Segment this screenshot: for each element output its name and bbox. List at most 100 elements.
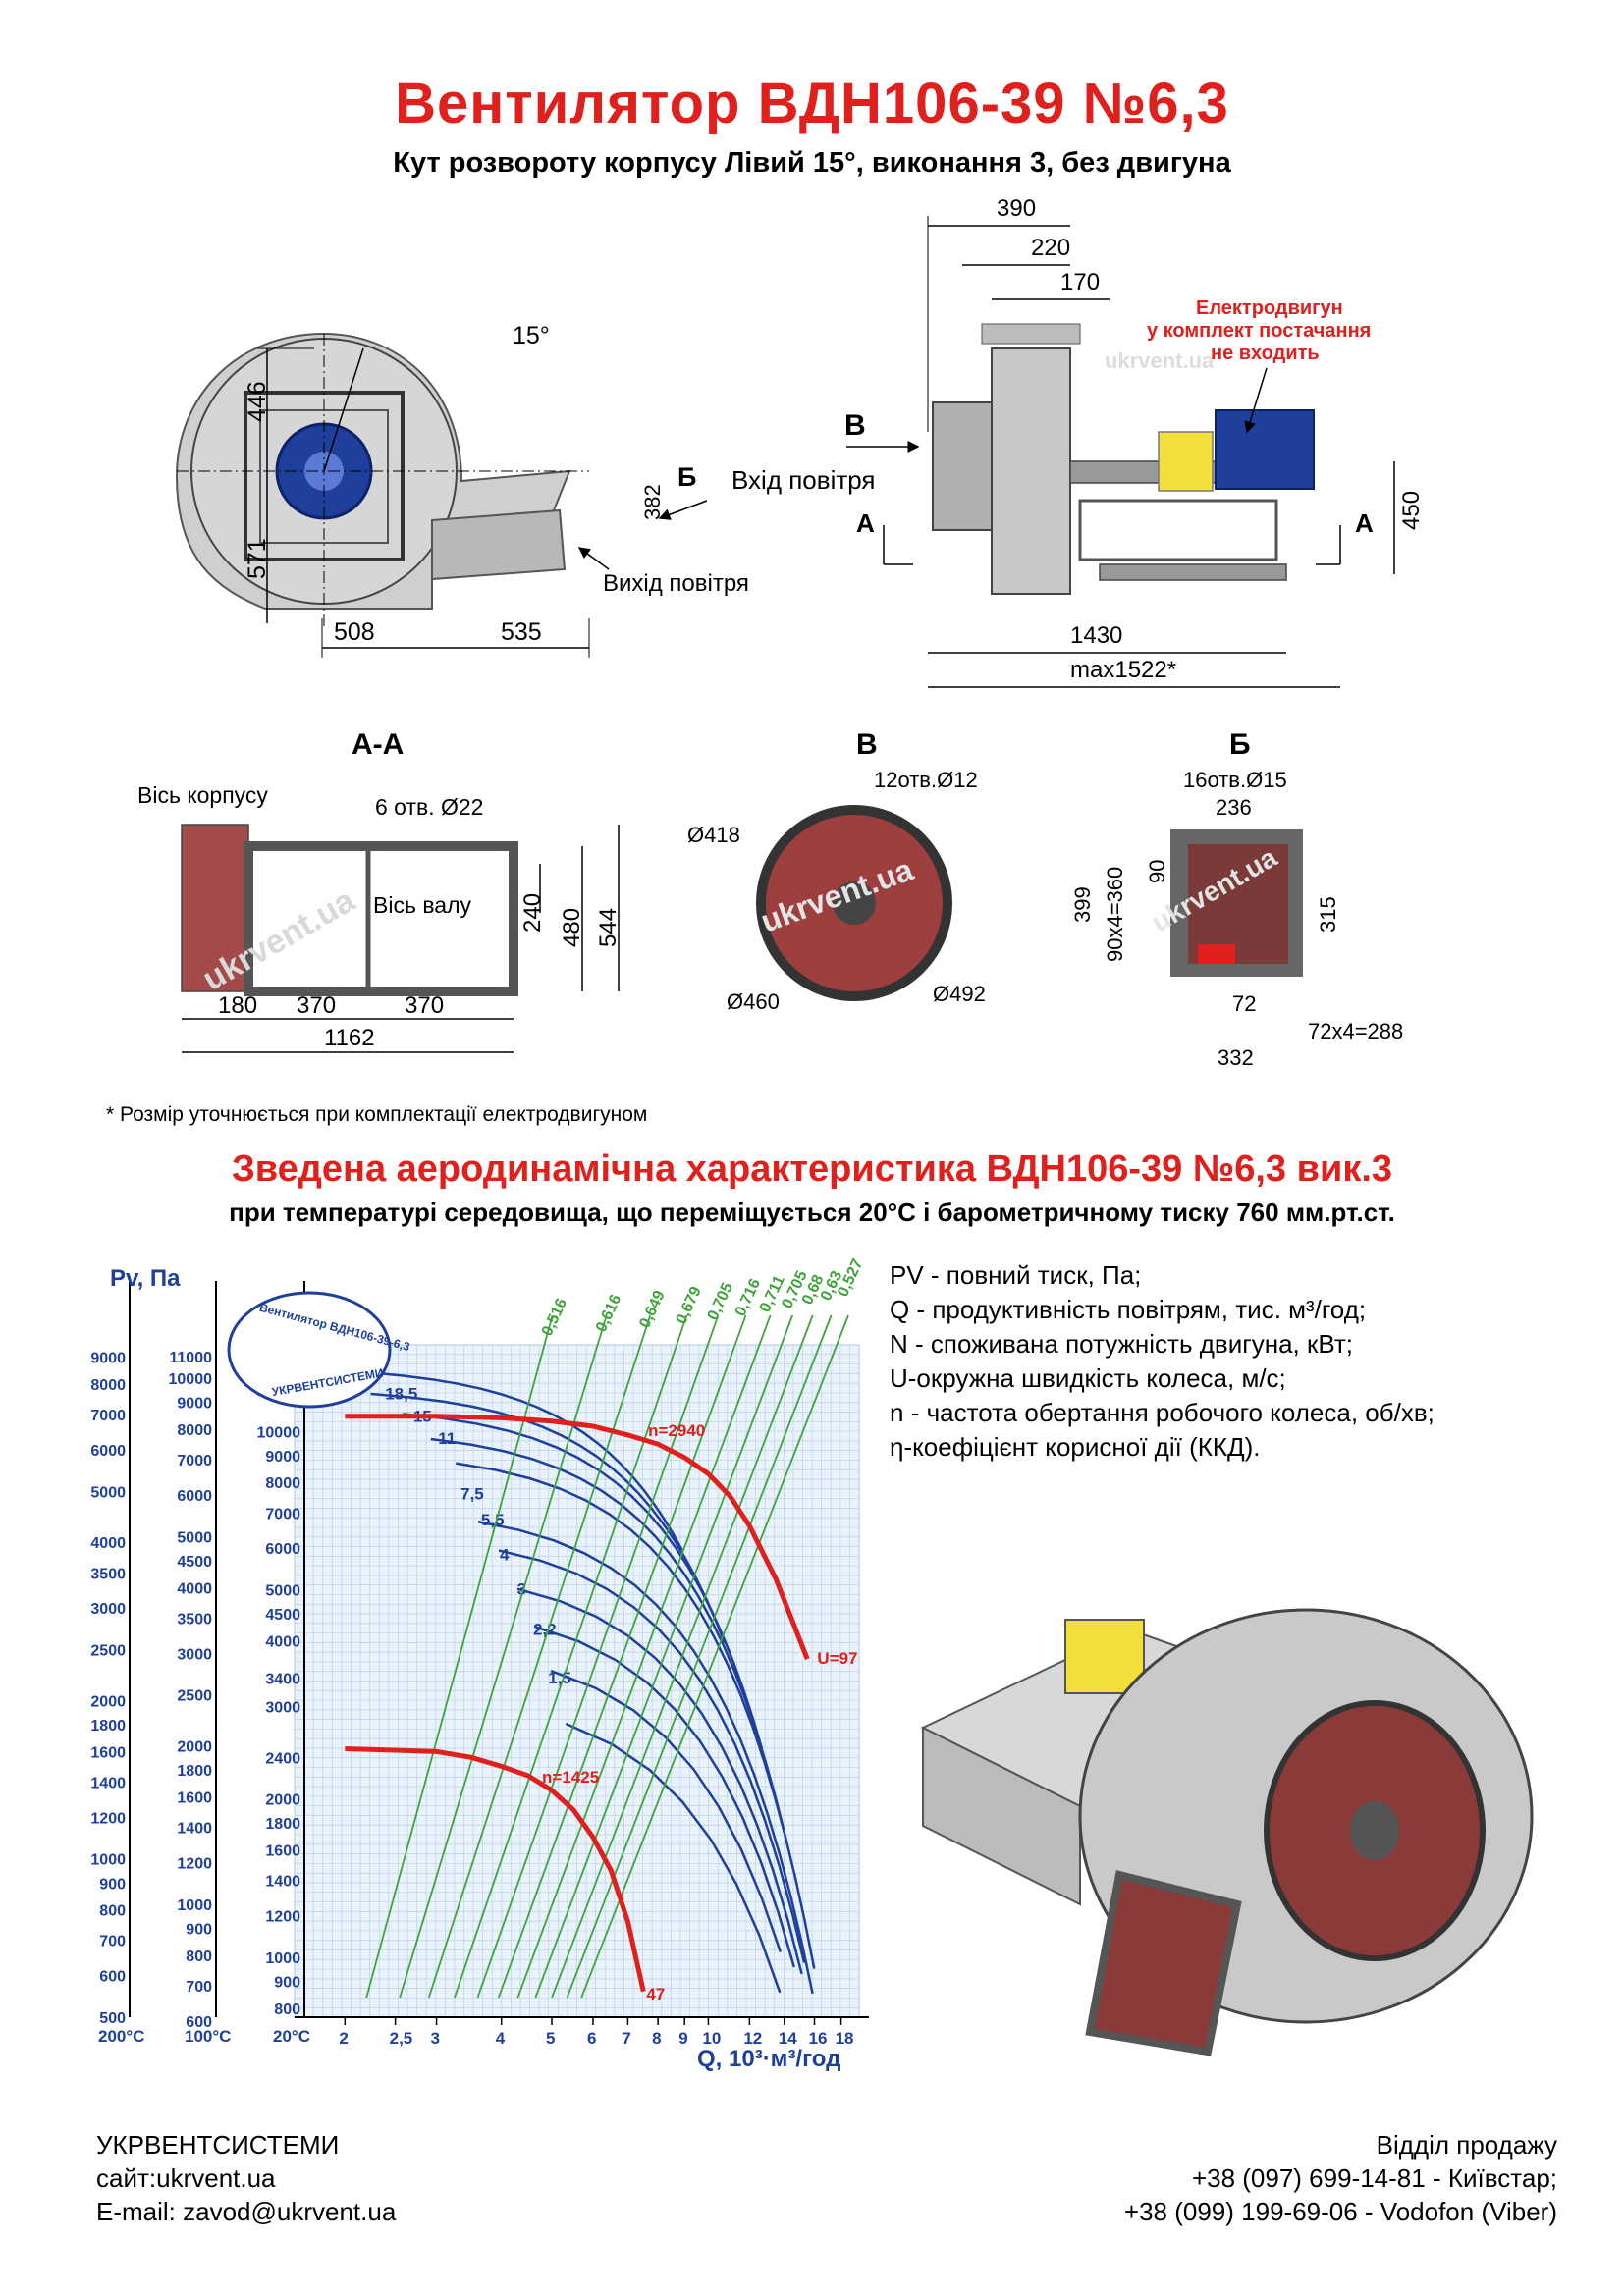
- axis-body-label: Вісь корпусу: [137, 782, 268, 808]
- y-tick-label: 800: [274, 2002, 300, 2018]
- motor-note-1: Електродвигун: [1196, 297, 1343, 319]
- y-tick-label: 3000: [90, 1601, 126, 1618]
- y-tick-label: 900: [186, 1921, 212, 1938]
- y-tick-label: 5000: [177, 1529, 212, 1546]
- dim-480: 480: [559, 908, 585, 947]
- b-opening: [1188, 844, 1288, 964]
- site-link[interactable]: сайт:ukrvent.ua: [96, 2163, 276, 2193]
- section-v-title: В: [856, 728, 878, 761]
- dim-390: 390: [997, 195, 1036, 222]
- y-tick-label: 10000: [169, 1371, 213, 1388]
- phone-2[interactable]: +38 (099) 199-69-06 - Vodofon (Viber): [1123, 2197, 1557, 2226]
- legend: PV - повний тиск, Па; Q - продуктивність…: [890, 1258, 1435, 1465]
- u-annotation-47: 47: [646, 1985, 665, 2003]
- y-tick-label: 4000: [265, 1633, 300, 1650]
- efficiency-line: [399, 1314, 608, 1999]
- power-curve: [477, 1520, 814, 1995]
- y-tick-label: 500: [99, 2010, 126, 2027]
- y-tick-label: 2500: [90, 1643, 126, 1660]
- efficiency-line: [497, 1314, 747, 1999]
- y-tick-label: 4000: [90, 1535, 126, 1552]
- footer-contacts: УКРВЕНТСИСТЕМИ сайт:ukrvent.ua E-mail: z…: [96, 2128, 396, 2228]
- outlet-label: Вихід повітря: [603, 570, 749, 597]
- motor-note-3: не входить: [1211, 343, 1320, 364]
- x-tick-label: 7: [622, 2029, 630, 2048]
- y-tick-label: 600: [186, 2014, 212, 2031]
- y-tick-label: 2500: [177, 1688, 212, 1705]
- efficiency-label: 0,705: [705, 1280, 736, 1323]
- label-a-left: А: [856, 508, 875, 538]
- legend-n: N - споживана потужність двигуна, кВт;: [890, 1329, 1353, 1359]
- dim-90x4: 90x4=360: [1103, 867, 1127, 962]
- x-tick-label: 2: [339, 2029, 348, 2048]
- power-curve: [370, 1392, 727, 1643]
- power-curve: [534, 1625, 795, 1968]
- label-v: В: [844, 409, 866, 442]
- efficiency-line: [454, 1314, 688, 1999]
- aa-frame: [244, 841, 518, 996]
- power-label: 5,5: [481, 1511, 505, 1529]
- power-curve: [516, 1587, 803, 1975]
- y-tick-label: 4000: [177, 1580, 212, 1597]
- dim-90: 90: [1145, 860, 1169, 883]
- inlet-label: Вхід повітря: [731, 465, 876, 495]
- y-tick-label: 700: [99, 1934, 126, 1950]
- page-subtitle: Кут розвороту корпусу Лівий 15°, виконан…: [393, 147, 1231, 179]
- aa-holes-label: 6 отв. Ø22: [375, 794, 483, 820]
- y-tick-label: 1000: [177, 1897, 212, 1914]
- y-tick-label: 1200: [177, 1855, 212, 1872]
- series-label: n=1425: [542, 1768, 599, 1787]
- section-b-title: Б: [1229, 728, 1251, 761]
- dim-236: 236: [1216, 795, 1252, 820]
- y-tick-label: 9000: [90, 1351, 126, 1367]
- y-tick-label: 700: [186, 1979, 212, 1996]
- dim-508: 508: [334, 618, 375, 646]
- power-curve: [565, 1722, 782, 1994]
- y-tick-label: 11000: [169, 1350, 212, 1366]
- x-tick-label: 8: [652, 2029, 661, 2048]
- efficiency-label: 0,516: [539, 1296, 570, 1339]
- power-label: 2,2: [533, 1620, 557, 1638]
- y-tick-label: 1000: [90, 1852, 126, 1869]
- y-tick-label: 1000: [265, 1950, 300, 1967]
- dim-399: 399: [1070, 886, 1095, 923]
- temp-axis-label: 200°C: [98, 2027, 144, 2046]
- dim-220: 220: [1031, 235, 1070, 261]
- efficiency-label: 0,649: [636, 1288, 668, 1331]
- y-tick-label: 8000: [90, 1377, 126, 1394]
- y-tick-label: 10000: [257, 1424, 301, 1441]
- y-tick-label: 1400: [265, 1874, 300, 1891]
- legend-nn: n - частота обертання робочого колеса, о…: [890, 1398, 1435, 1427]
- efficiency-line: [476, 1314, 720, 1999]
- y-tick-label: 9000: [265, 1449, 300, 1466]
- footer-sales: Відділ продажу +38 (097) 699-14-81 - Киї…: [1124, 2128, 1557, 2228]
- temp-axis-label: 100°C: [185, 2027, 231, 2046]
- d460-label: Ø460: [727, 989, 780, 1014]
- y-tick-label: 3000: [265, 1699, 300, 1716]
- y-tick-label: 3000: [177, 1646, 212, 1663]
- y-tick-label: 1800: [90, 1718, 126, 1735]
- x-tick-label: 3: [431, 2029, 440, 2048]
- y-tick-label: 2400: [265, 1750, 300, 1767]
- y-tick-label: 7000: [90, 1408, 126, 1424]
- footnote: * Розмір уточнюється при комплектації ел…: [106, 1103, 648, 1126]
- series-label: n=2940: [648, 1421, 705, 1440]
- legend-u: U-окружна швидкість колеса, м/с;: [890, 1363, 1286, 1393]
- y-tick-label: 600: [99, 1969, 126, 1986]
- chart-subtitle: при температурі середовища, що переміщує…: [229, 1198, 1395, 1227]
- y-tick-label: 1400: [177, 1821, 212, 1838]
- temp-axis-label: 20°C: [273, 2027, 310, 2046]
- motor-note-2: у комплект постачання: [1147, 320, 1371, 342]
- series-line: [345, 1746, 646, 1993]
- x-tick-label: 16: [809, 2029, 828, 2048]
- power-label: 1,5: [548, 1669, 571, 1687]
- y-tick-label: 900: [99, 1876, 126, 1893]
- x-tick-label: 9: [678, 2029, 687, 2048]
- dim-72x4: 72x4=288: [1308, 1019, 1403, 1043]
- y-tick-label: 2000: [90, 1693, 126, 1710]
- x-tick-label: 14: [779, 2029, 797, 2048]
- phone-1[interactable]: +38 (097) 699-14-81 - Київстар;: [1191, 2163, 1557, 2193]
- email-link[interactable]: E-mail: zavod@ukrvent.ua: [96, 2197, 397, 2226]
- efficiency-line: [566, 1314, 833, 1999]
- x-axis-label: Q, 10³·м³/год: [697, 2046, 840, 2072]
